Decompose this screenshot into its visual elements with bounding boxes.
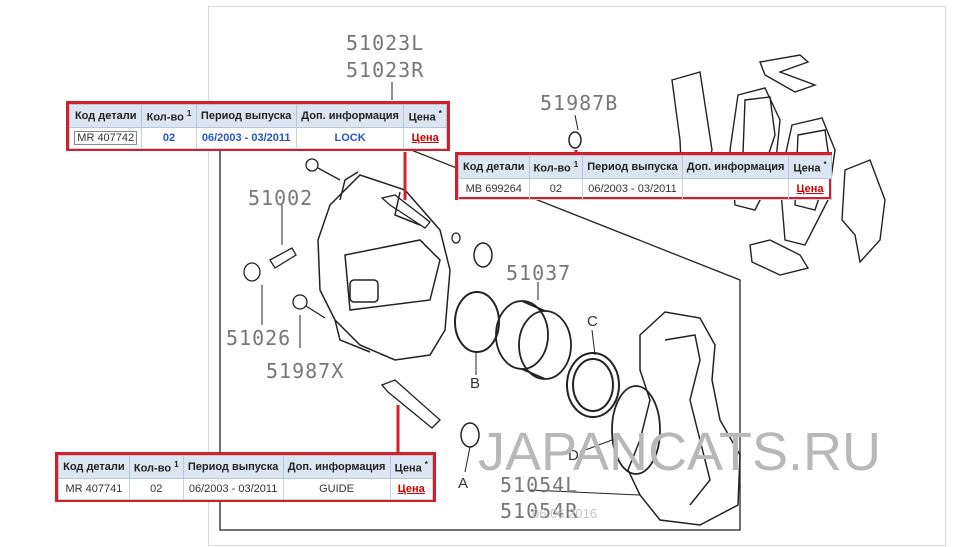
dust-boot-c [566, 352, 620, 418]
col-price: Цена * [403, 104, 447, 128]
price-cell: Цена [403, 127, 447, 149]
price-link[interactable]: Цена [796, 183, 824, 195]
info-cell [681, 178, 790, 200]
period-cell: 06/2003 - 03/2011 [582, 178, 683, 200]
price-footnote: * [424, 459, 428, 469]
table-header-row: Код детали Кол-во 1 Период выпуска Доп. … [68, 104, 447, 128]
col-code: Код детали [458, 155, 530, 179]
part-label-51023l: 51023L [346, 31, 424, 55]
price-footnote: * [823, 159, 827, 169]
period-cell: 06/2003 - 03/2011 [182, 478, 284, 500]
table-header-row: Код детали Кол-во 1 Период выпуска Доп. … [458, 155, 832, 179]
col-qty-label: Кол-во [533, 162, 571, 175]
col-qty-label: Кол-во [146, 111, 184, 124]
part-label-51023r: 51023R [346, 58, 424, 82]
part-label-51054r: 51054R [500, 499, 578, 523]
parts-table-lock: Код детали Кол-во 1 Период выпуска Доп. … [66, 101, 450, 151]
col-qty: Кол-во 1 [128, 455, 184, 479]
ring-d [611, 385, 661, 475]
col-period: Период выпуска [582, 155, 683, 179]
col-info: Доп. информация [295, 104, 405, 128]
col-code: Код детали [58, 455, 130, 479]
qty-cell: 02 [141, 127, 197, 149]
period-cell: 06/2003 - 03/2011 [195, 127, 297, 149]
col-qty-label: Кол-во [133, 462, 172, 475]
letter-c: C [587, 313, 598, 330]
info-cell: LOCK [295, 127, 405, 149]
col-info: Доп. информация [681, 155, 790, 179]
assembly-outline [219, 109, 741, 531]
col-qty: Кол-во 1 [528, 155, 584, 179]
part-label-51037: 51037 [506, 261, 571, 285]
part-label-51026: 51026 [226, 326, 291, 350]
price-cell: Цена [389, 478, 434, 500]
watermark: JAPANCATS.RU [478, 422, 881, 482]
price-cell: Цена [788, 178, 832, 200]
col-info: Доп. информация [282, 455, 391, 479]
qty-cell: 02 [528, 178, 584, 200]
qty-footnote: 1 [186, 108, 192, 118]
part-label-51987b: 51987B [540, 91, 618, 115]
part-label-51002: 51002 [248, 186, 313, 210]
parts-table-bolt: Код детали Кол-во 1 Период выпуска Доп. … [455, 152, 832, 200]
qty-cell: 02 [128, 478, 184, 500]
table-header-row: Код детали Кол-во 1 Период выпуска Доп. … [58, 455, 434, 479]
letter-a: A [458, 475, 468, 492]
price-link[interactable]: Цена [411, 132, 439, 144]
watermark-date: 06.06.2016 [532, 506, 597, 521]
table-row: MR 407741 02 06/2003 - 03/2011 GUIDE Цен… [58, 478, 434, 500]
col-price: Цена * [788, 155, 832, 179]
leader-lines [261, 82, 641, 496]
part-label-51987x: 51987X [266, 359, 344, 383]
part-code-cell[interactable]: MB 699264 [458, 178, 530, 200]
qty-footnote: 1 [573, 159, 579, 169]
qty-footnote: 1 [174, 459, 179, 469]
col-price-label: Цена [793, 162, 821, 175]
info-cell: GUIDE [282, 478, 391, 500]
col-qty: Кол-во 1 [141, 104, 197, 128]
table-row: MB 699264 02 06/2003 - 03/2011 Цена [458, 178, 832, 200]
price-footnote: * [438, 108, 442, 118]
part-code-cell[interactable]: MR 407742 [68, 127, 143, 149]
col-price-label: Цена [394, 462, 422, 475]
caliper-bracket [627, 311, 741, 526]
col-price: Цена * [389, 455, 434, 479]
part-code-cell[interactable]: MR 407741 [58, 478, 130, 500]
letter-d: D [568, 447, 579, 464]
letter-b: B [470, 375, 480, 392]
col-period: Период выпуска [182, 455, 284, 479]
col-price-label: Цена [408, 111, 436, 124]
col-period: Период выпуска [195, 104, 297, 128]
part-code[interactable]: MR 407742 [74, 131, 138, 145]
col-code: Код детали [68, 104, 143, 128]
table-row: MR 407742 02 06/2003 - 03/2011 LOCK Цена [68, 127, 447, 149]
price-link[interactable]: Цена [397, 483, 425, 495]
part-label-51054l: 51054L [500, 473, 578, 497]
piston [495, 300, 572, 380]
parts-table-guide: Код детали Кол-во 1 Период выпуска Доп. … [55, 452, 436, 502]
bolt-parts [243, 158, 461, 429]
piston-seal-b [454, 291, 500, 353]
